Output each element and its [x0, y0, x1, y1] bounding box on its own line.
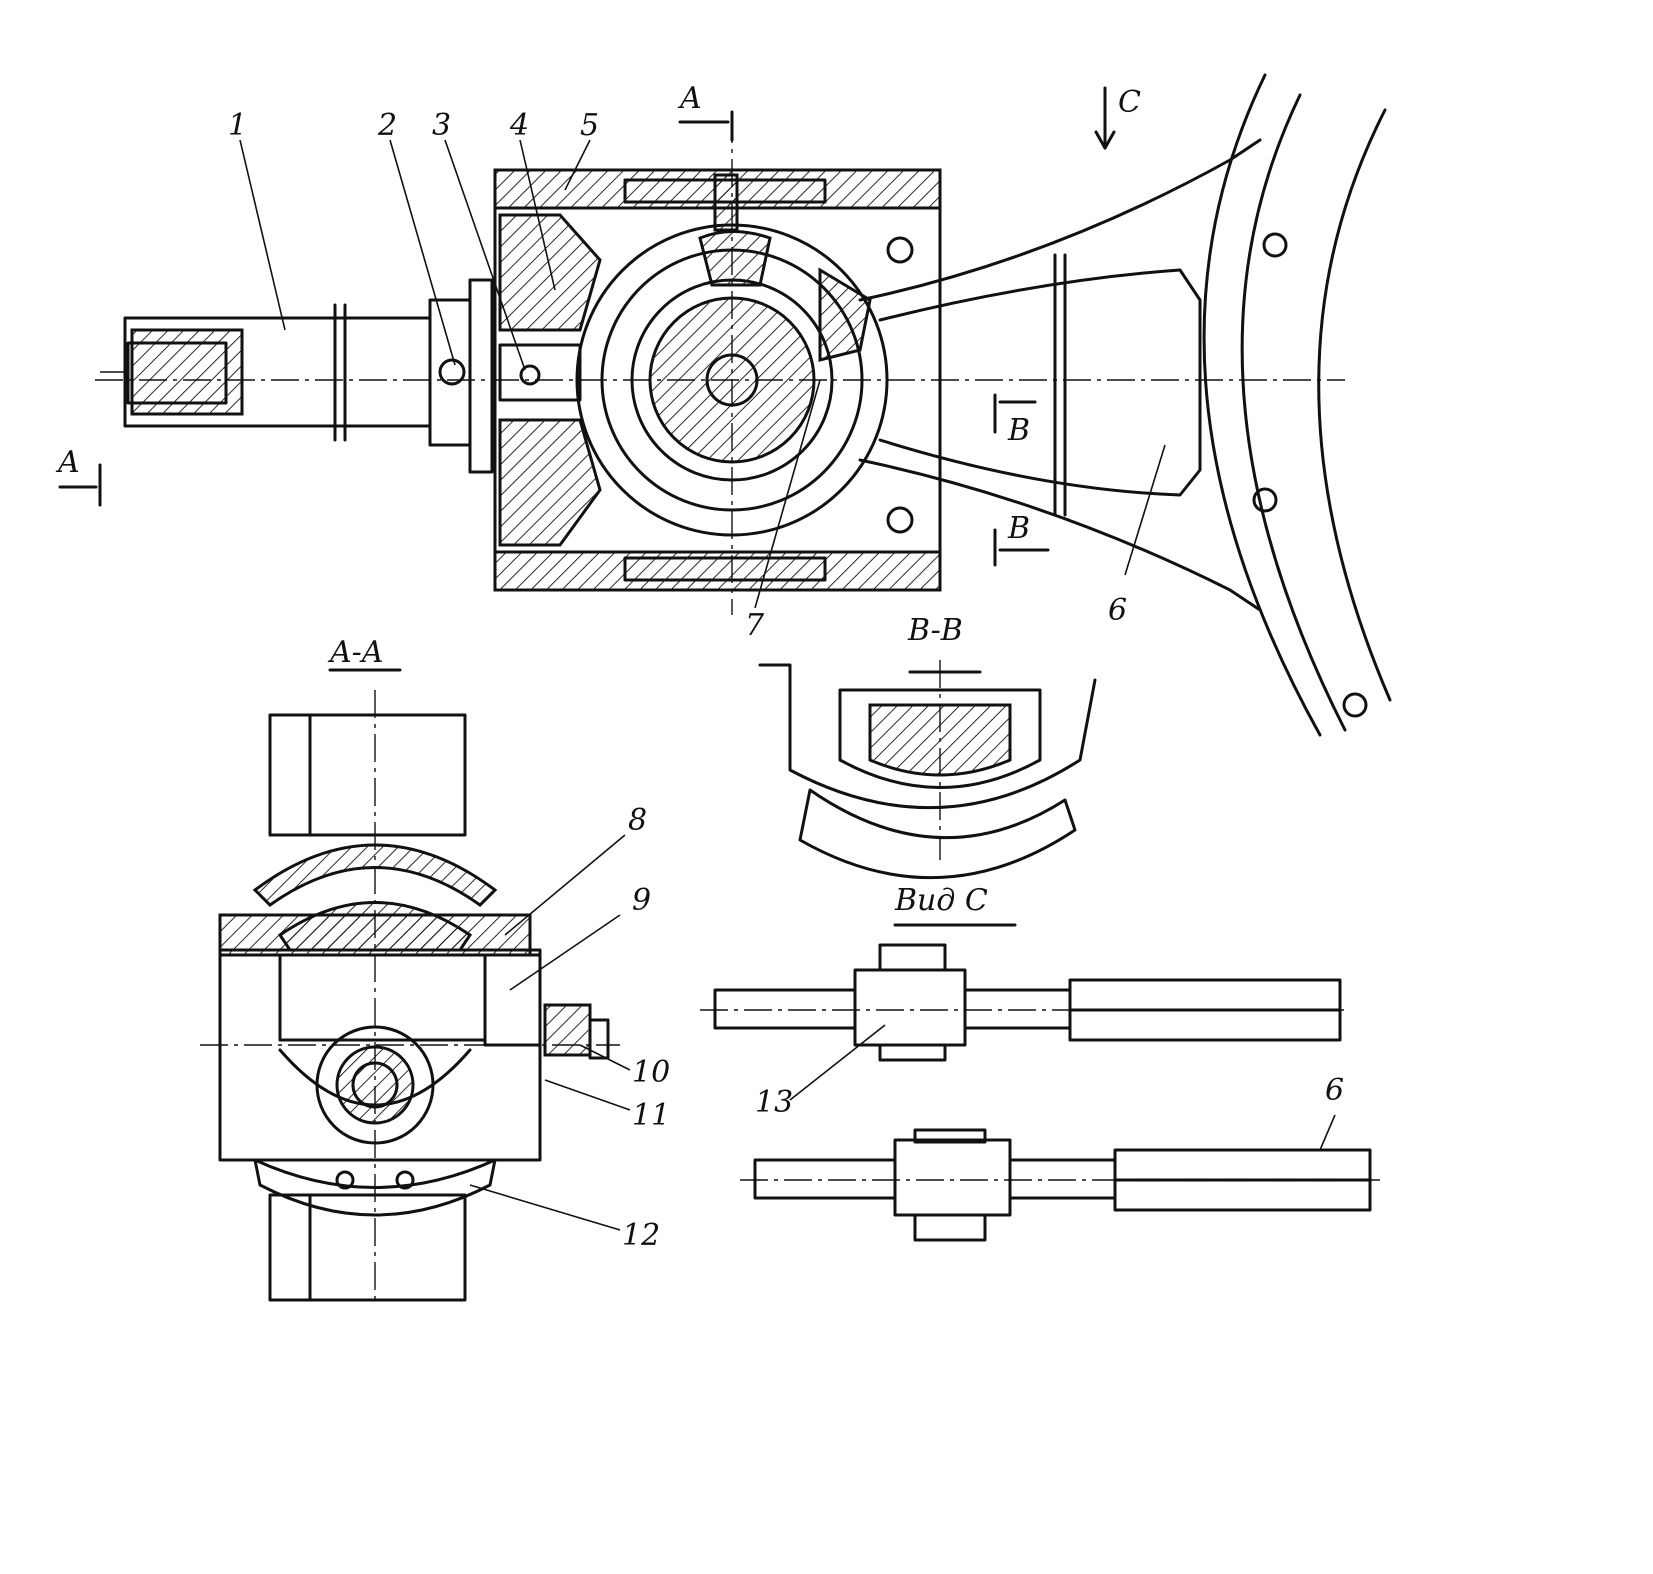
title-view-c: Вид С	[894, 883, 988, 918]
label-7: 7	[745, 608, 765, 643]
section-b-b	[758, 660, 1097, 880]
title-section-b-b: B-B	[907, 613, 963, 648]
part-labels: 1 2 3 4 5 6 7 8 9 10 11 12 13 6 A A B B …	[55, 81, 1344, 1253]
label-11: 11	[632, 1098, 670, 1133]
label-8: 8	[628, 803, 647, 838]
view-c	[700, 923, 1380, 1242]
label-4: 4	[509, 108, 529, 143]
section-mark-a-top: A	[677, 81, 702, 116]
screw-part-1	[100, 303, 432, 442]
label-6-main: 6	[1108, 593, 1127, 628]
section-mark-a-left: A	[55, 445, 80, 480]
title-section-a-a: A-A	[327, 635, 383, 670]
label-10: 10	[632, 1055, 670, 1090]
lever-part-6	[858, 73, 1392, 737]
main-view	[58, 73, 1392, 737]
label-1: 1	[228, 108, 247, 143]
label-13: 13	[755, 1085, 793, 1120]
view-mark-c: C	[1118, 85, 1141, 120]
section-a-a	[200, 668, 631, 1305]
label-5: 5	[580, 108, 599, 143]
housing-part-5	[493, 168, 942, 592]
section-mark-b-top: B	[1007, 413, 1030, 448]
label-6-view-c: 6	[1325, 1073, 1344, 1108]
label-3: 3	[432, 108, 451, 143]
label-12: 12	[622, 1218, 660, 1253]
label-2: 2	[377, 108, 397, 143]
nut-part-2	[428, 278, 494, 474]
label-9: 9	[632, 883, 651, 918]
section-mark-b-bottom: B	[1007, 511, 1030, 546]
